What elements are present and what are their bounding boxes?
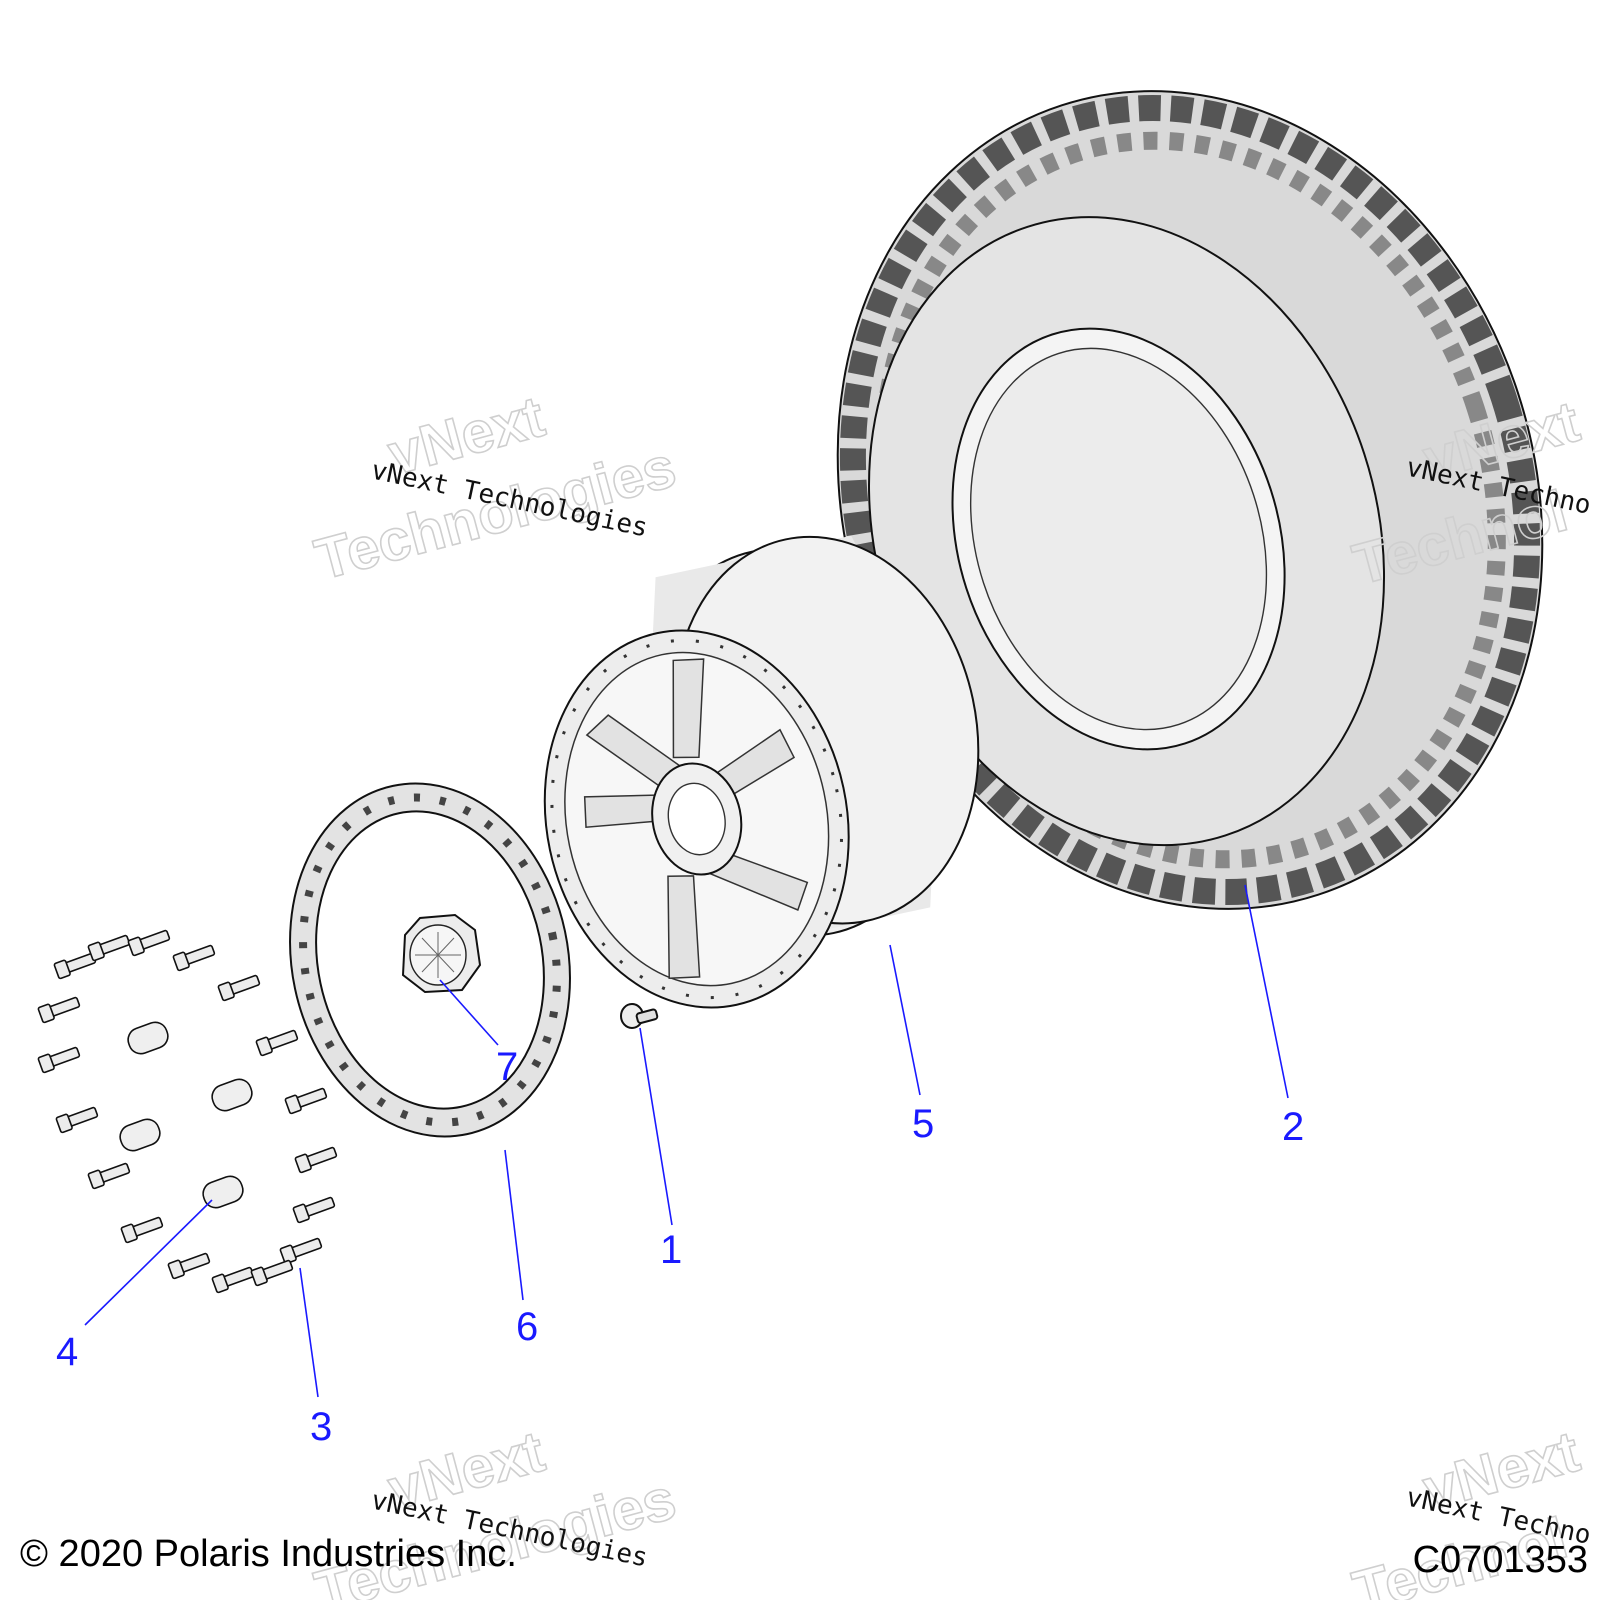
illustration-code: C0701353 xyxy=(1413,1539,1588,1581)
center-cap xyxy=(401,913,482,994)
copyright-text: © 2020 Polaris Industries Inc. xyxy=(20,1533,517,1575)
wheel-rim xyxy=(543,535,980,1009)
callout-1: 1 xyxy=(660,1228,682,1272)
leader-lines xyxy=(84,884,1289,1398)
callout-3: 3 xyxy=(310,1405,332,1449)
valve-stem xyxy=(620,1003,659,1029)
watermark-upper-left: vNext Technologies vNext Technologies xyxy=(308,383,683,593)
beadlock-spacers xyxy=(119,1021,253,1209)
callout-5: 5 xyxy=(912,1102,934,1146)
beadlock-bolts xyxy=(37,929,338,1294)
tire xyxy=(836,90,1544,910)
callouts: 1 2 3 4 5 6 7 xyxy=(56,1045,1304,1449)
callout-2: 2 xyxy=(1282,1105,1304,1149)
callout-7: 7 xyxy=(496,1045,518,1089)
callout-4: 4 xyxy=(56,1330,78,1374)
callout-6: 6 xyxy=(516,1305,538,1349)
